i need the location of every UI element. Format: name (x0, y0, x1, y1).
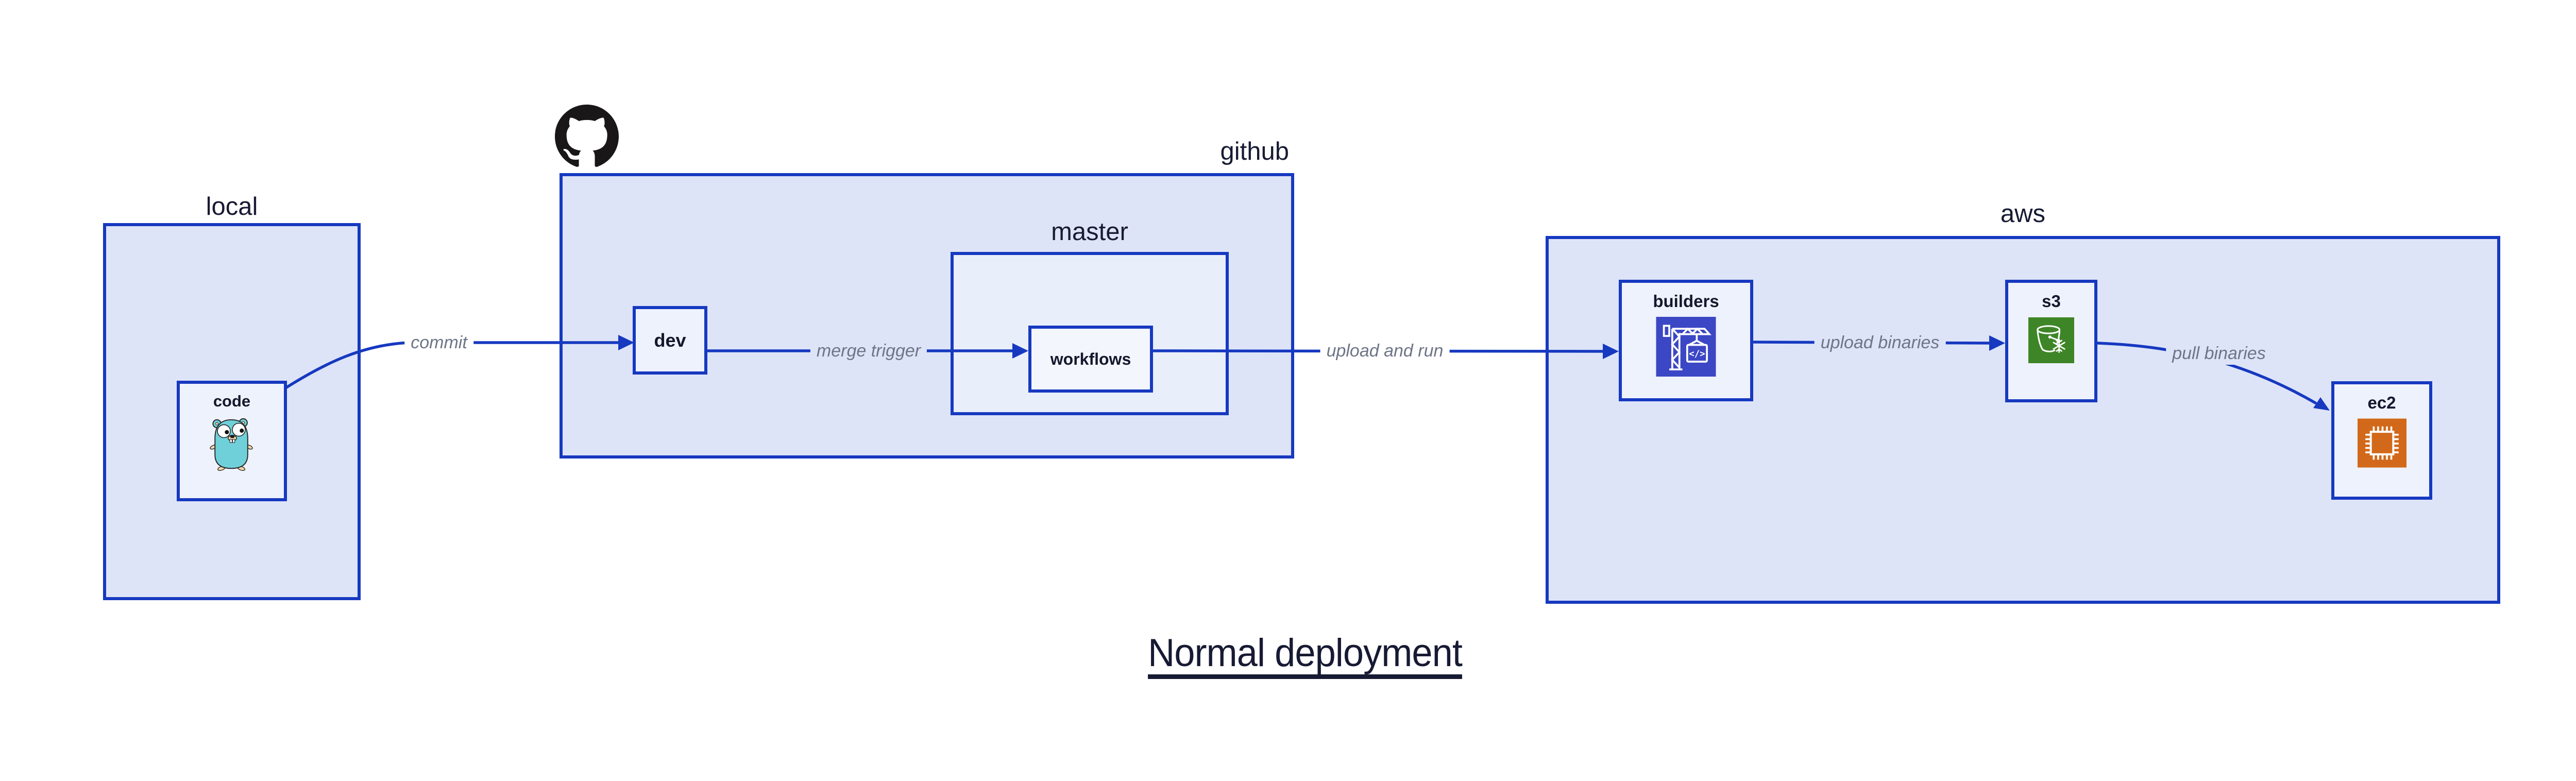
node-box-s3: s3 (2005, 280, 2097, 402)
group-label-master: master (1051, 218, 1128, 246)
edge-label-upload-binaries: upload binaries (1814, 331, 1946, 354)
node-label-dev: dev (654, 329, 686, 351)
group-label-aws: aws (2000, 200, 2046, 228)
node-box-ec2: ec2 (2331, 381, 2432, 500)
diagram-title: Normal deployment (1148, 631, 1463, 675)
github-logo (555, 105, 619, 171)
go-gopher-icon (210, 417, 254, 474)
github-octocat-icon (555, 105, 619, 167)
svg-text:</>: </> (1689, 349, 1705, 360)
edge-label-commit: commit (404, 331, 473, 354)
node-box-workflows: workflows (1028, 326, 1153, 393)
s3-glacier-bucket-icon (2028, 317, 2074, 366)
node-box-builders: builders </> (1619, 280, 1753, 401)
group-label-local: local (206, 193, 258, 220)
node-box-dev: dev (633, 306, 707, 375)
node-box-code: code (177, 381, 287, 501)
node-label-builders: builders (1653, 292, 1719, 311)
edge-label-pull-binaries: pull binaries (2166, 342, 2272, 365)
node-label-workflows: workflows (1050, 350, 1131, 368)
ec2-chip-icon (2357, 418, 2406, 470)
codebuild-crane-icon: </> (1656, 317, 1716, 379)
node-label-s3: s3 (2042, 292, 2061, 311)
node-label-ec2: ec2 (2367, 393, 2396, 412)
edge-label-merge-trigger: merge trigger (810, 339, 927, 362)
node-label-code: code (213, 392, 251, 410)
edge-label-upload-and-run: upload and run (1320, 339, 1450, 362)
group-label-github: github (1220, 138, 1289, 165)
